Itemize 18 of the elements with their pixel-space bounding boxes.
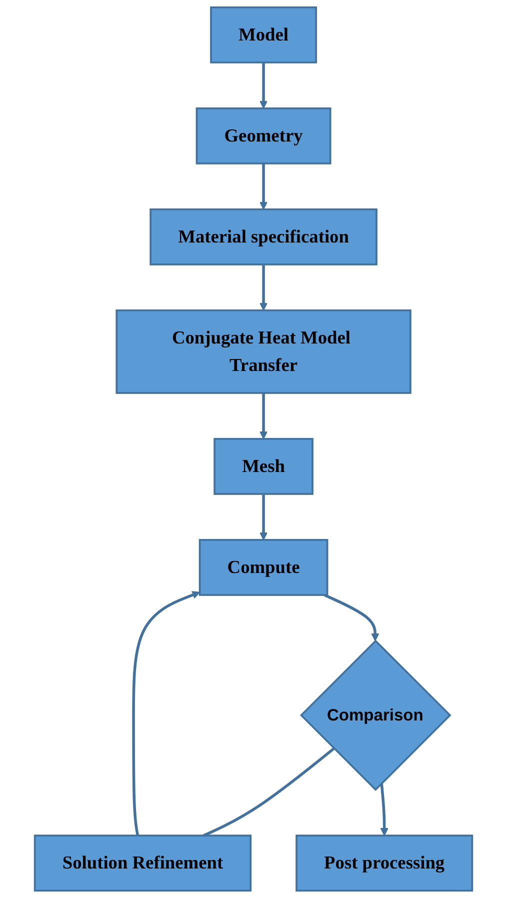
node-box: Compute xyxy=(198,538,328,596)
node-diamond: Comparison xyxy=(300,640,452,791)
arrow xyxy=(324,594,380,642)
arrow xyxy=(260,163,268,210)
node-box: Post processing xyxy=(296,834,474,892)
node-box: Geometry xyxy=(196,107,332,164)
arrow xyxy=(132,591,200,836)
node-box: Conjugate Heat Model Transfer xyxy=(116,309,412,394)
arrow xyxy=(260,392,268,440)
node-box: Model xyxy=(210,6,317,64)
node-box: Solution Refinement xyxy=(34,834,252,892)
arrow xyxy=(260,62,268,109)
node-box: Material specification xyxy=(150,208,378,266)
arrow xyxy=(380,783,388,836)
connector xyxy=(203,747,335,837)
arrow xyxy=(260,494,268,540)
arrow xyxy=(260,264,268,311)
node-box: Mesh xyxy=(214,438,314,495)
